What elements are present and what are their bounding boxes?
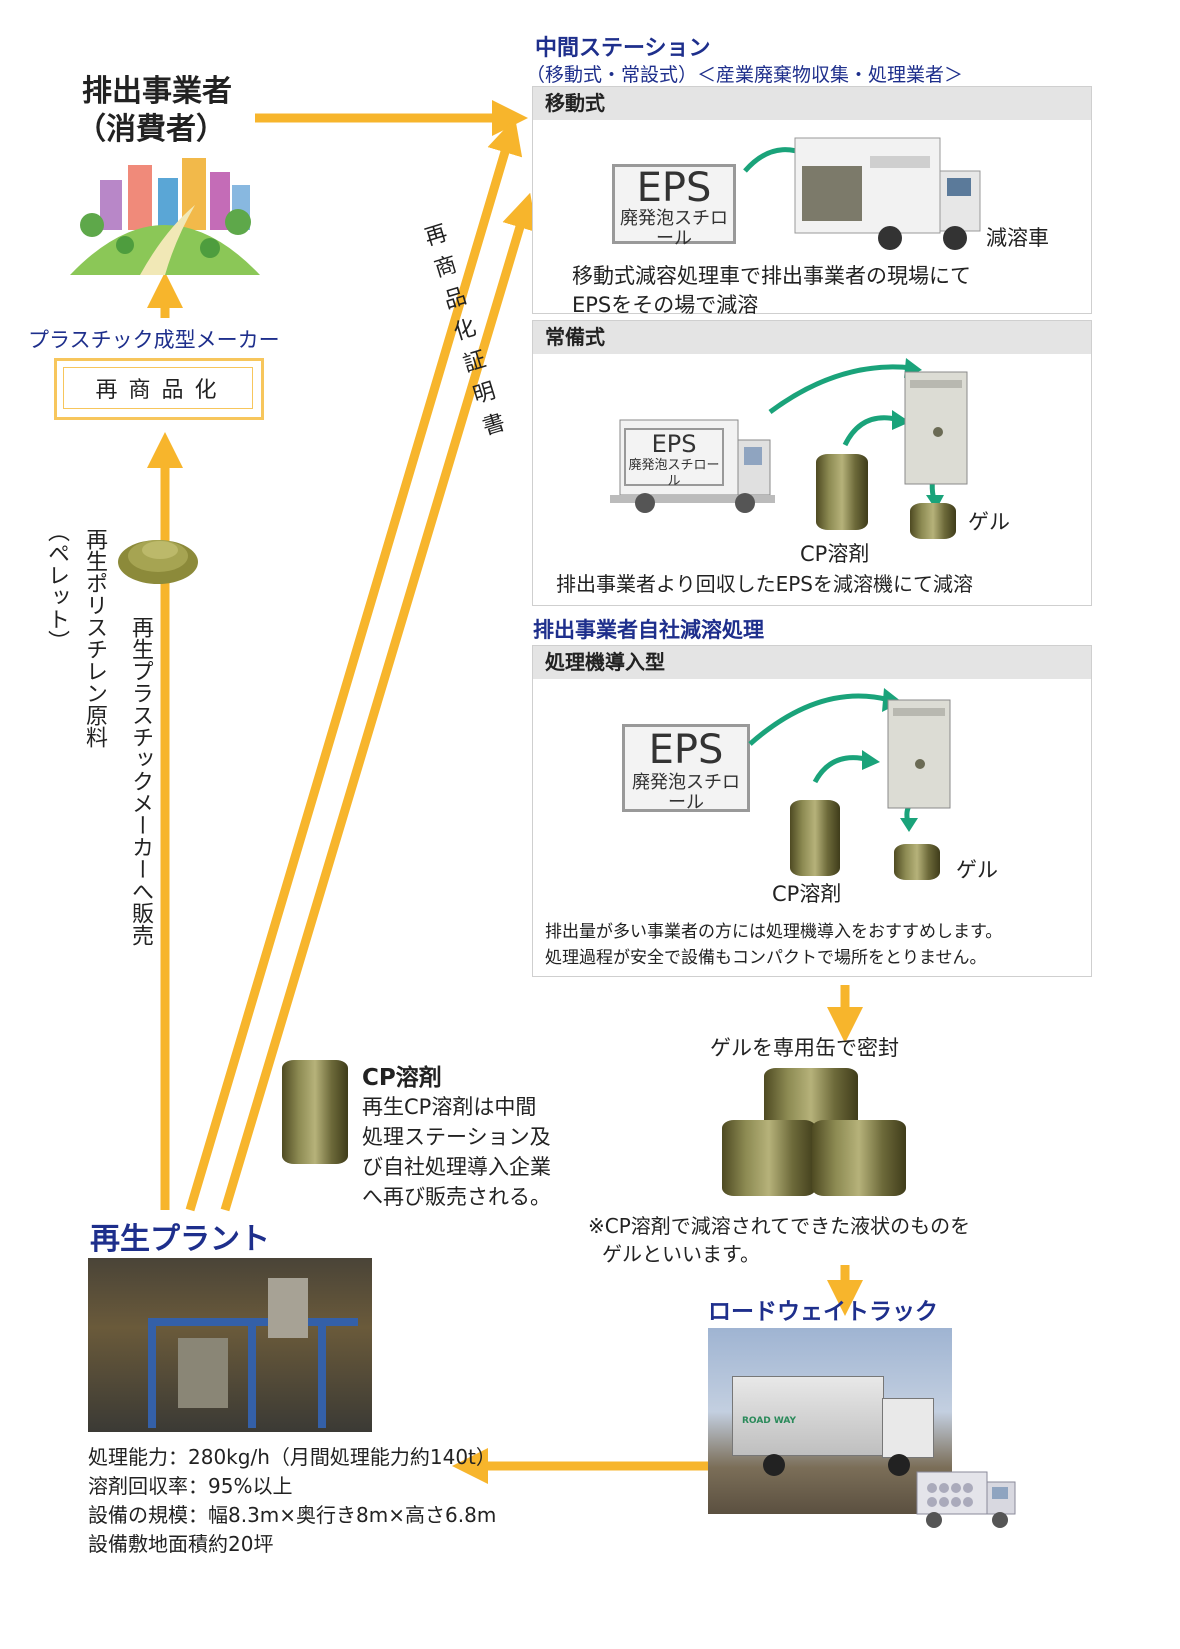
cp-solvent-line-3: び自社処理導入企業 [362,1155,551,1179]
cp-drum-fixed [816,454,868,530]
mobile-desc1: 移動式減容処理車で排出事業者の現場にて [572,264,971,288]
fixed-head: 常備式 [533,321,1091,354]
cp-drum-inhouse [790,800,840,876]
gel-note1: ※CP溶剤で減溶されてできた液状のものを [588,1214,971,1238]
mobile-truck [743,137,981,250]
eps-sign-fixed: EPS 廃発泡スチロール [624,428,724,489]
plant-title: 再生プラント [90,1222,270,1257]
roadway-logo: ROAD WAY [742,1416,797,1426]
station-subtitle: （移動式・常設式）＜産業廃棄物収集・処理業者＞ [526,64,964,86]
sold-to-label: 再生プラスチックメーカーへ販売 [128,616,153,946]
roadway-photo: ROAD WAY [708,1328,952,1514]
gel-seal-label: ゲルを専用缶で密封 [710,1036,899,1060]
gel-can-inhouse [894,844,940,880]
roadway-truck-icon [916,1471,1016,1528]
inhouse-title: 排出事業者自社減溶処理 [533,618,764,642]
gel-drum-left [722,1120,816,1196]
inhouse-desc1: 排出量が多い事業者の方には処理機導入をおすすめします。 [545,922,1003,942]
inhouse-gel-label: ゲル [956,858,998,882]
gel-note2: ゲルといいます。 [602,1242,760,1266]
inhouse-head: 処理機導入型 [533,646,1091,679]
eps-sign-mobile: EPS 廃発泡スチロール [612,164,736,249]
plant-spec-3: 設備の規模：幅8.3m×奥行き8m×高さ6.8m [88,1503,497,1527]
emitter-title: 排出事業者 [82,74,232,109]
molder-label: プラスチック成型メーカー [28,328,280,352]
plant-spec-1: 処理能力：280kg/h（月間処理能力約140t） [88,1445,496,1469]
inhouse-desc2: 処理過程が安全で設備もコンパクトで場所をとりません。 [545,948,987,968]
fixed-gel-label: ゲル [968,510,1010,534]
molder-box-label: 再 商 品 化 [95,378,219,403]
town-illustration [70,158,260,275]
inhouse-illustration [748,688,951,832]
plant-photo [88,1258,372,1432]
arrow-plant-to-station-1 [185,117,523,1212]
cp-solvent-line-2: 処理ステーション及 [362,1125,551,1149]
mobile-truck-label: 減溶車 [986,226,1049,250]
inhouse-cp-label: CP溶剤 [772,882,842,906]
cp-solvent-drum [282,1060,348,1164]
eps-sign-inhouse: EPS 廃発泡スチロール [622,724,750,813]
gel-drum-right [812,1120,906,1196]
emitter-subtitle: （消費者） [76,112,226,147]
fixed-cp-label: CP溶剤 [800,542,870,566]
gel-can-fixed [910,503,956,539]
plant-spec-4: 設備敷地面積約20坪 [88,1532,274,1556]
cp-solvent-line-4: へ再び販売される。 [362,1185,551,1209]
station-title: 中間ステーション [535,36,711,61]
pellet-label: （ペレット） [44,520,69,652]
roadway-title: ロードウェイトラック [708,1299,938,1325]
fixed-desc: 排出事業者より回収したEPSを減溶機にて減溶 [556,572,973,596]
molder-box-inner [63,367,253,409]
pellet-image [118,540,198,584]
plant-spec-2: 溶剤回収率：95%以上 [88,1474,293,1498]
cp-solvent-title: CP溶剤 [362,1065,442,1091]
molder-box [54,358,264,420]
mobile-desc2: EPSをその場で減溶 [572,293,759,317]
recycled-ps-label: 再生ポリスチレン原料 [82,528,107,748]
mobile-head: 移動式 [533,87,1091,120]
cp-solvent-line-1: 再生CP溶剤は中間 [362,1095,537,1119]
arrow-plant-to-station-2 [220,192,538,1212]
